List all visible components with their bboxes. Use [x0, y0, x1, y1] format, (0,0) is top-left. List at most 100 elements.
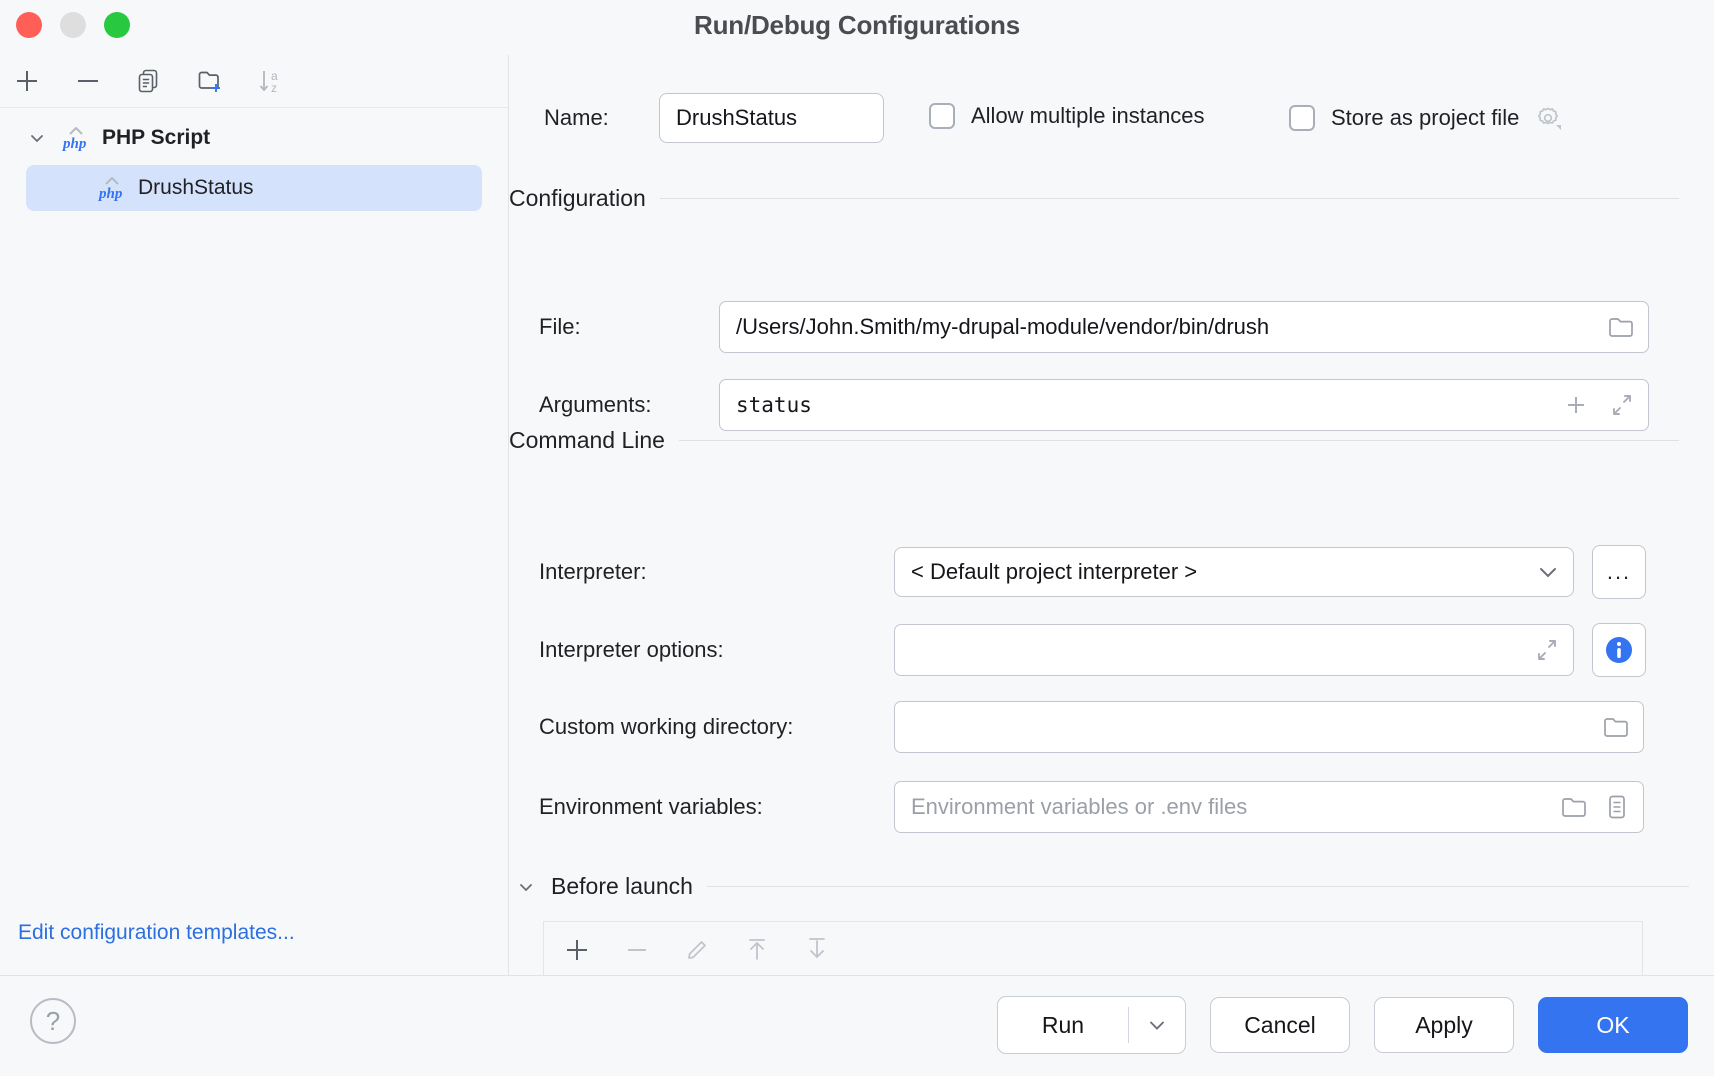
- apply-button[interactable]: Apply: [1374, 997, 1514, 1053]
- footer-buttons: Run Cancel Apply OK: [997, 996, 1688, 1054]
- arrow-down-icon: [809, 938, 825, 959]
- help-button[interactable]: ?: [30, 998, 76, 1044]
- tree-group-php-script[interactable]: php PHP Script: [0, 117, 508, 159]
- configurations-sidebar: a z php PHP Script: [0, 55, 509, 975]
- svg-text:a: a: [271, 69, 278, 83]
- tree-item-drushstatus[interactable]: php DrushStatus: [26, 165, 482, 211]
- title-bar: Run/Debug Configurations: [0, 0, 1714, 55]
- env-vars-browse-button[interactable]: [1559, 793, 1589, 821]
- dialog-footer: ? Run Cancel Apply OK: [0, 975, 1714, 1076]
- sort-alphabetically-button[interactable]: a z: [254, 64, 288, 98]
- section-divider: [706, 886, 1689, 887]
- checkbox-box[interactable]: [929, 103, 955, 129]
- info-icon: [1606, 637, 1632, 663]
- new-folder-button[interactable]: [193, 64, 227, 98]
- file-row: File: /Users/John.Smith/my-drupal-module…: [539, 301, 1699, 353]
- interpreter-options-expand-button[interactable]: [1533, 636, 1561, 664]
- name-input[interactable]: DrushStatus: [659, 93, 884, 143]
- env-vars-input[interactable]: Environment variables or .env files: [894, 781, 1644, 833]
- run-button[interactable]: Run: [1041, 1011, 1085, 1038]
- plus-icon: [1568, 397, 1584, 413]
- expand-icon: [1538, 640, 1556, 660]
- file-input[interactable]: /Users/John.Smith/my-drupal-module/vendo…: [719, 301, 1649, 353]
- before-launch-remove-button: [620, 933, 654, 967]
- before-launch-edit-button: [680, 933, 714, 967]
- before-launch-section-header[interactable]: Before launch: [509, 873, 1689, 900]
- interpreter-more-button[interactable]: ...: [1592, 545, 1646, 599]
- window-controls: [16, 12, 130, 38]
- section-divider: [659, 198, 1679, 199]
- close-button[interactable]: [16, 12, 42, 38]
- tree-group-label: PHP Script: [102, 126, 211, 149]
- chevron-down-icon: [1150, 1021, 1164, 1030]
- arguments-input[interactable]: status: [719, 379, 1649, 431]
- svg-text:php: php: [97, 186, 123, 202]
- sidebar-toolbar: a z: [0, 55, 508, 108]
- file-label: File:: [539, 314, 581, 339]
- folder-icon: [1609, 318, 1633, 337]
- list-icon: [1609, 795, 1625, 819]
- allow-multiple-instances-checkbox[interactable]: Allow multiple instances: [929, 103, 1205, 129]
- svg-text:php: php: [61, 136, 87, 152]
- name-row: Name: DrushStatus: [544, 93, 884, 143]
- remove-configuration-button[interactable]: [71, 64, 105, 98]
- interpreter-select[interactable]: < Default project interpreter >: [894, 547, 1574, 597]
- working-directory-row: Custom working directory:: [539, 701, 1714, 753]
- copy-configuration-button[interactable]: [132, 64, 166, 98]
- svg-text:z: z: [271, 81, 277, 95]
- chevron-down-icon[interactable]: [515, 876, 537, 898]
- run-split-button[interactable]: Run: [997, 996, 1186, 1054]
- gear-icon[interactable]: [1533, 103, 1563, 133]
- working-directory-label: Custom working directory:: [539, 714, 794, 739]
- working-directory-input[interactable]: [894, 701, 1644, 753]
- name-label: Name:: [544, 105, 609, 130]
- ok-button[interactable]: OK: [1538, 997, 1688, 1053]
- edit-configuration-templates-link[interactable]: Edit configuration templates...: [18, 921, 295, 944]
- store-as-project-file-checkbox[interactable]: Store as project file: [1289, 103, 1563, 133]
- configuration-section-title: Configuration: [509, 185, 646, 211]
- before-launch-title: Before launch: [551, 873, 693, 899]
- env-vars-list-button[interactable]: [1603, 793, 1631, 821]
- checkbox-box[interactable]: [1289, 105, 1315, 131]
- env-vars-placeholder: Environment variables or .env files: [911, 794, 1248, 819]
- tree-item-label: DrushStatus: [138, 176, 254, 199]
- configuration-section-header: Configuration: [509, 185, 1679, 212]
- configurations-tree: php PHP Script php DrushStatus: [0, 117, 508, 211]
- sort-az-icon: a z: [259, 69, 278, 95]
- minus-icon: [628, 949, 646, 951]
- divider: [1128, 1007, 1129, 1043]
- allow-multiple-instances-label: Allow multiple instances: [971, 103, 1205, 128]
- minus-icon: [78, 80, 98, 82]
- file-browse-button[interactable]: [1606, 313, 1636, 341]
- page-title: Run/Debug Configurations: [694, 10, 1020, 40]
- env-vars-row: Environment variables: Environment varia…: [539, 781, 1714, 833]
- section-divider: [678, 440, 1679, 441]
- env-vars-label: Environment variables:: [539, 794, 763, 819]
- add-configuration-button[interactable]: [10, 64, 44, 98]
- php-icon: php: [60, 124, 94, 152]
- interpreter-options-info-button[interactable]: [1592, 623, 1646, 677]
- store-as-project-file-label: Store as project file: [1331, 105, 1520, 130]
- before-launch-add-button[interactable]: [560, 933, 594, 967]
- working-directory-browse-button[interactable]: [1601, 713, 1631, 741]
- interpreter-options-input[interactable]: [894, 624, 1574, 676]
- run-dropdown-button[interactable]: [1129, 997, 1185, 1053]
- plus-icon: [567, 940, 587, 960]
- interpreter-options-row: Interpreter options:: [539, 623, 1714, 677]
- arguments-add-button[interactable]: [1562, 391, 1590, 419]
- command-line-section-header: Command Line: [509, 427, 1679, 454]
- cancel-button[interactable]: Cancel: [1210, 997, 1350, 1053]
- chevron-down-icon[interactable]: [26, 127, 48, 149]
- pencil-icon: [688, 941, 706, 959]
- arrow-up-icon: [749, 939, 765, 960]
- minimize-button[interactable]: [60, 12, 86, 38]
- chevron-down-icon[interactable]: [1535, 559, 1561, 585]
- folder-plus-icon: [198, 71, 220, 92]
- plus-icon: [17, 71, 37, 91]
- interpreter-row: Interpreter: < Default project interpret…: [539, 545, 1714, 599]
- expand-icon: [1613, 395, 1631, 415]
- arguments-expand-button[interactable]: [1608, 391, 1636, 419]
- command-line-section-title: Command Line: [509, 427, 665, 453]
- zoom-button[interactable]: [104, 12, 130, 38]
